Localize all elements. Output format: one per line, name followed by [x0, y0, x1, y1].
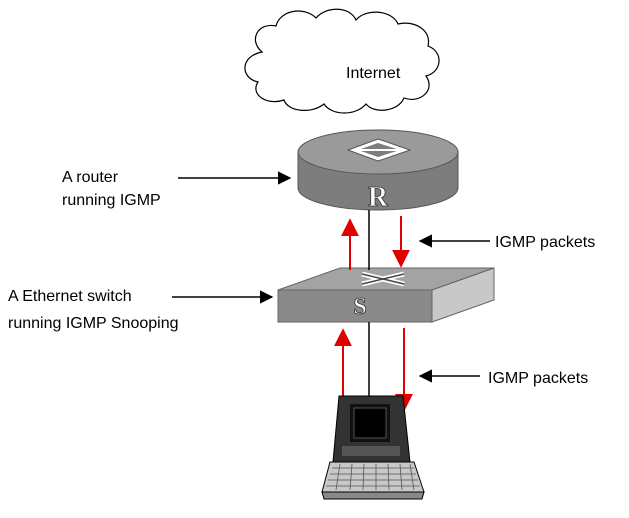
router-icon: R [297, 129, 459, 213]
router-top-emblem [346, 138, 412, 162]
cloud-icon [244, 8, 440, 114]
lower-packets-label: IGMP packets [488, 370, 589, 387]
upper-packets-label: IGMP packets [495, 234, 596, 251]
router-label-line1: A router [62, 169, 119, 186]
laptop-icon [321, 395, 425, 500]
cloud-label: Internet [346, 65, 401, 82]
switch-label-line2: running IGMP Snooping [8, 315, 179, 332]
router-emblem: R [368, 182, 389, 213]
switch-top-emblem [361, 271, 405, 287]
switch-icon: S [277, 267, 495, 323]
router-label-line2: running IGMP [62, 192, 161, 209]
switch-label-line1: A Ethernet switch [8, 288, 132, 305]
switch-emblem: S [353, 294, 366, 320]
